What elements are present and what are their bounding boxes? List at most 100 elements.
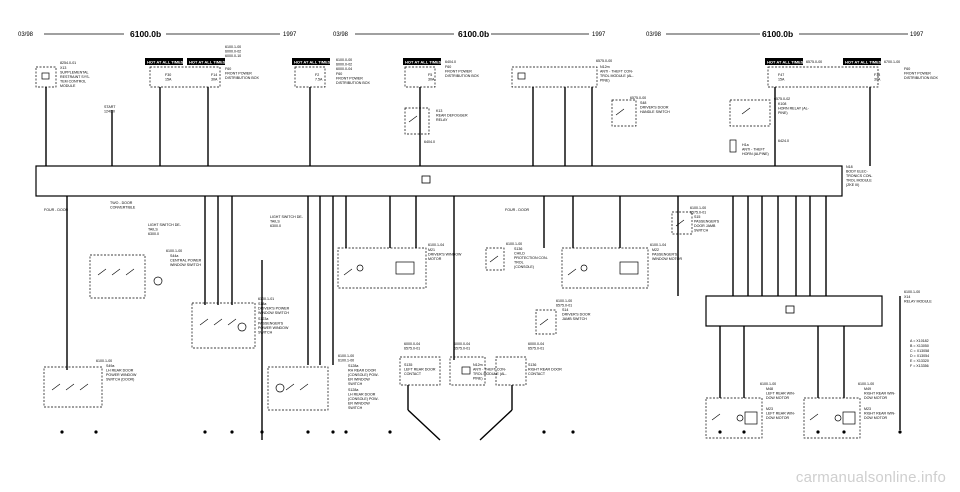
p3-pdj-0: S15: [694, 215, 700, 219]
start-ref: START: [104, 105, 116, 109]
lrm-3: DOW MOTOR: [766, 396, 789, 400]
p2-rh-4: (CONSOLE) POW-: [348, 373, 379, 377]
p1-ref-1: 6000.0-02: [225, 50, 241, 54]
hot-badge-1: HOT AT ALL TIMES: [147, 59, 184, 64]
p2-cl-1: 6575.0-01: [404, 347, 420, 351]
p1-pass-2: POWER WINDOW: [258, 326, 289, 330]
p2-cr-0: 6000.0-04: [528, 342, 544, 346]
p1-drv-ref: 6100.1-01: [258, 297, 274, 301]
p2-lh-3: ER WINDOW: [348, 402, 370, 406]
p4-fpdb-2: DISTRIBUTION BOX: [904, 76, 939, 80]
gm-1: RELAY MODULE: [904, 300, 932, 304]
p3-pdj-1: PASSENGER'S: [694, 220, 720, 224]
p3-pdj-2: DOOR JAMB: [694, 224, 716, 228]
p3-cs-3: TROL: [514, 261, 524, 265]
hot-badge-6: HOT AT ALL TIMES: [845, 59, 882, 64]
p2-motor-3: MOTOR: [428, 257, 442, 261]
p2-fuse-amp: 7.5A: [315, 78, 323, 82]
header-year-3: 1997: [910, 32, 924, 38]
zke-3: TROL MODULE: [846, 179, 872, 183]
p2-ls-1: TAILS: [270, 220, 280, 224]
p3-ats-2: TROL MODULE (AL-: [600, 74, 634, 78]
p3-pdj-ref-0: 6100.1-00: [690, 206, 706, 210]
p1-central-ref: 6100.1-00: [166, 249, 182, 253]
p2-cr-4: CONTACT: [528, 372, 546, 376]
lrm-6: DOW MOTOR: [766, 416, 789, 420]
header-title-1: 6100.0b: [130, 29, 161, 39]
p4-ref: 6575.0-00: [806, 60, 822, 64]
p2-ats-4: TROL MODULE (AL-: [473, 372, 507, 376]
p3-cs-1: CHILD: [514, 252, 525, 256]
p2-motor-0: 6100.1-04: [428, 243, 444, 247]
srs-label-2: RESTRAINT SYS-: [60, 75, 90, 79]
lrm-5: LEFT REAR WIN-: [766, 412, 796, 416]
hot-badge-2: HOT AT ALL TIMES: [189, 59, 226, 64]
p4-horn-2: HORN (ALPINE): [742, 152, 769, 156]
p2-relay-2: RELAY: [436, 118, 448, 122]
motor-symbols: [153, 139, 856, 425]
p3-dhs-2: HANDLE SWITCH: [640, 110, 670, 114]
p1-drv-0: S18a: [258, 302, 266, 306]
p1-ls-0: LIGHT SWITCH DE-: [148, 223, 182, 227]
p2-ats-1: 6575.0-01: [454, 347, 470, 351]
switch-contacts: [51, 107, 819, 421]
p4-horn-ref: 6575.0-02: [774, 97, 790, 101]
lrm-0: 6100.1-00: [760, 382, 776, 386]
p2-rh-5: ER WINDOW: [348, 378, 370, 382]
rrm-1: M49: [864, 387, 871, 391]
p2-ats-0: 6000.0-04: [454, 342, 470, 346]
srs-label-1: SUPPLEMENTAL: [60, 71, 89, 75]
srs-ref: 8254.0-01: [60, 61, 76, 65]
p1-fpdb-1: FRONT POWER: [225, 72, 252, 76]
rrm-0: 6100.1-00: [858, 382, 874, 386]
p3-cs-0: S136: [514, 247, 522, 251]
header-year-2: 1997: [592, 32, 606, 38]
p2-cr-2: S136: [528, 363, 536, 367]
labels: 8254.0-01 X13 SUPPLEMENTAL RESTRAINT SYS…: [44, 45, 939, 420]
p1-fpdb-2: DISTRIBUTION BOX: [225, 76, 260, 80]
zke-1: BODY ELEC-: [846, 170, 869, 174]
gm-0: X14: [904, 295, 910, 299]
p2-cr-3: RIGHT REAR DOOR: [528, 368, 562, 372]
p2-motor-1: M21: [428, 248, 435, 252]
p3-ats-3: PINE): [600, 79, 610, 83]
hot-badge-5: HOT AT ALL TIMES: [767, 59, 804, 64]
p3-cs-ref: 6100.1-00: [506, 242, 522, 246]
header-date-3: 03/98: [646, 32, 662, 38]
relay-module: [705, 295, 883, 327]
hot-badge-4: HOT AT ALL TIMES: [405, 59, 442, 64]
p2-ats-5: PINE): [473, 377, 483, 381]
p2-cl-3: LEFT REAR DOOR: [404, 368, 436, 372]
header-title-3: 6100.0b: [762, 29, 793, 39]
p3-ats-ref: 6575.0-00: [596, 59, 612, 63]
p1-ls-2: 6300.0: [148, 232, 159, 236]
p2-fpdb2-2: DISTRIBUTION BOX: [445, 74, 480, 78]
p2-ls-2: 6300.0: [270, 224, 281, 228]
p2-relay-0: K13: [436, 109, 442, 113]
p1-two-door-0: TWO - DOOR: [110, 201, 133, 205]
p2-cr-1: 6575.0-01: [528, 347, 544, 351]
p3-cs-2: PROTECTION CON-: [514, 256, 549, 260]
p2-rh-1: 6100.1-00: [338, 359, 354, 363]
p2-relay-1: REAR DEFOGGER: [436, 114, 468, 118]
wires: [45, 87, 901, 441]
p2-rh-2: S128a: [348, 364, 358, 368]
srs-label-0: X13: [60, 66, 66, 70]
p4-fpdb-0: F60: [904, 67, 910, 71]
rrm-6: DOW MOTOR: [864, 416, 887, 420]
start-ref2: 1240.0: [104, 110, 115, 114]
p3-djs-ref-0: 6100.1-00: [556, 299, 572, 303]
p1-lr-2: POWER WINDOW: [106, 373, 137, 377]
p1-central-2: WINDOW SWITCH: [170, 263, 201, 267]
relay-module-icon: [785, 305, 795, 314]
p1-lr-ref: 6100.1-00: [96, 359, 112, 363]
zke-0: N18: [846, 165, 853, 169]
p1-lr-0: S49a: [106, 364, 114, 368]
p4-horn-0: H1a: [742, 143, 749, 147]
lrm-1: M48: [766, 387, 773, 391]
p1-fuse-b-amp: 30A: [211, 78, 218, 82]
p3-ats-0: N12m: [600, 65, 610, 69]
zke-2: TRONICS CON-: [846, 174, 873, 178]
gm-ref: 6100.1-00: [904, 290, 920, 294]
p1-fuse-a-amp: 15A: [165, 78, 172, 82]
